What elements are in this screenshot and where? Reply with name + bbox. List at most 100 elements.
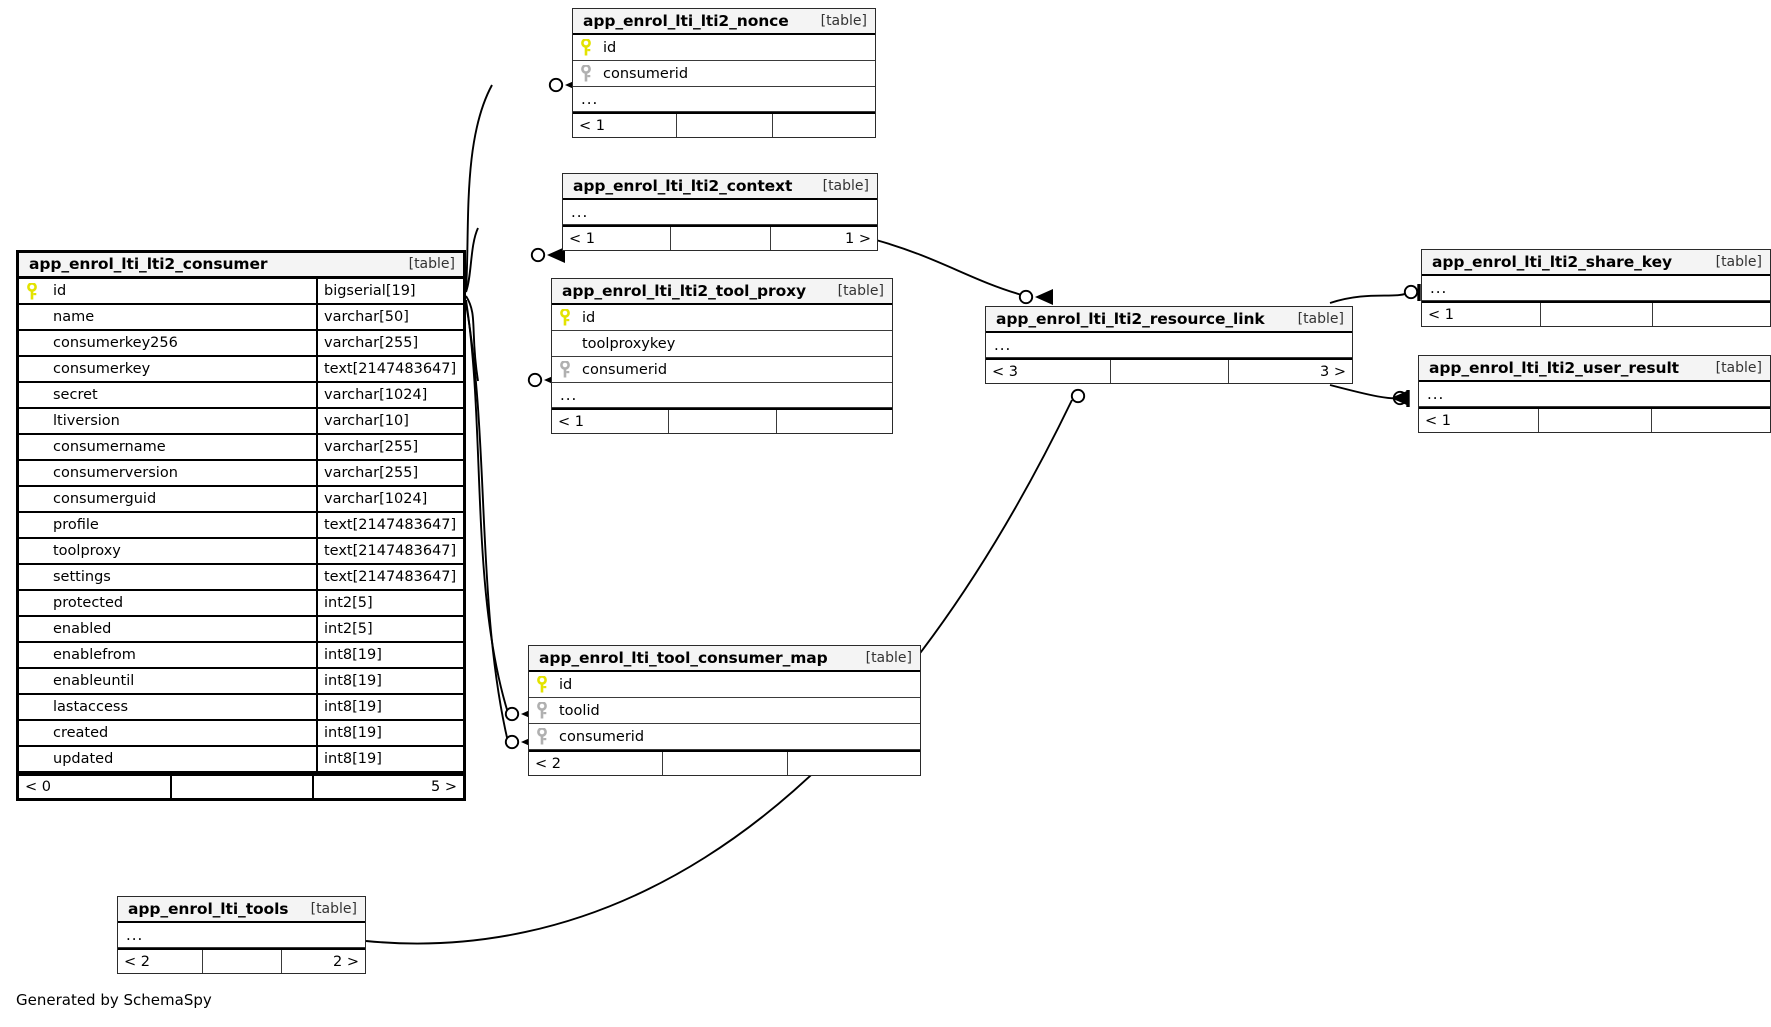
column-type: varchar[10] — [316, 409, 463, 433]
table-name: app_enrol_lti_lti2_nonce — [583, 11, 789, 30]
table-row[interactable]: consumername varchar[255] — [19, 435, 463, 461]
column-name: id — [582, 309, 596, 326]
no-key-icon — [19, 747, 45, 771]
no-key-icon — [19, 435, 45, 459]
table-node-app-enrol-lti-lti2-share-key[interactable]: app_enrol_lti_lti2_share_key [table] ...… — [1421, 249, 1771, 327]
table-tag: [table] — [1715, 359, 1762, 376]
table-row[interactable]: consumerguid varchar[1024] — [19, 487, 463, 513]
table-name: app_enrol_lti_lti2_share_key — [1432, 252, 1672, 271]
table-node-app-enrol-lti-lti2-user-result[interactable]: app_enrol_lti_lti2_user_result [table] .… — [1418, 355, 1771, 433]
table-name: app_enrol_lti_lti2_consumer — [29, 255, 268, 273]
table-row[interactable]: consumerversion varchar[255] — [19, 461, 463, 487]
table-node-app-enrol-lti-lti2-consumer[interactable]: app_enrol_lti_lti2_consumer [table] id b… — [16, 250, 466, 801]
no-key-icon — [19, 305, 45, 329]
table-footer: < 2 2 > — [118, 948, 365, 973]
table-row[interactable]: consumerid — [552, 357, 892, 383]
generated-by-caption: Generated by SchemaSpy — [16, 991, 212, 1009]
table-tag: [table] — [820, 12, 867, 29]
table-tag: [table] — [310, 900, 357, 917]
table-row[interactable]: enabled int2[5] — [19, 617, 463, 643]
table-row[interactable]: protected int2[5] — [19, 591, 463, 617]
table-row[interactable]: id bigserial[19] — [19, 279, 463, 305]
primary-key-icon — [552, 305, 578, 330]
table-row[interactable]: settings text[2147483647] — [19, 565, 463, 591]
table-title-bar: app_enrol_lti_tools [table] — [118, 897, 365, 923]
table-node-app-enrol-lti-tools[interactable]: app_enrol_lti_tools [table] ... < 2 2 > — [117, 896, 366, 974]
table-row[interactable]: consumerid — [529, 724, 920, 750]
no-key-icon — [552, 331, 578, 356]
table-node-app-enrol-lti-lti2-resource-link[interactable]: app_enrol_lti_lti2_resource_link [table]… — [985, 306, 1353, 384]
table-node-app-enrol-lti-tool-consumer-map[interactable]: app_enrol_lti_tool_consumer_map [table] … — [528, 645, 921, 776]
foreign-key-icon — [529, 698, 555, 723]
table-name: app_enrol_lti_tools — [128, 899, 289, 918]
table-node-app-enrol-lti-lti2-nonce[interactable]: app_enrol_lti_lti2_nonce [table] id cons… — [572, 8, 876, 138]
no-key-icon — [19, 643, 45, 667]
column-type: text[2147483647] — [316, 565, 463, 589]
footer-left: < 0 — [25, 779, 51, 795]
table-row[interactable]: profile text[2147483647] — [19, 513, 463, 539]
table-tag: [table] — [837, 282, 884, 299]
primary-key-icon — [529, 672, 555, 697]
column-type: text[2147483647] — [316, 539, 463, 563]
foreign-key-icon — [573, 61, 599, 86]
footer-mid — [661, 752, 787, 775]
table-footer: < 1 — [1422, 301, 1770, 326]
table-row[interactable]: name varchar[50] — [19, 305, 463, 331]
table-row[interactable]: consumerid — [573, 61, 875, 87]
table-row[interactable]: toolproxy text[2147483647] — [19, 539, 463, 565]
column-name: ltiversion — [53, 413, 120, 429]
no-key-icon — [19, 331, 45, 355]
no-key-icon — [19, 409, 45, 433]
table-row[interactable]: updated int8[19] — [19, 747, 463, 773]
table-title-bar: app_enrol_lti_lti2_consumer [table] — [19, 253, 463, 279]
table-tag: [table] — [865, 649, 912, 666]
footer-left: < 1 — [558, 413, 584, 430]
table-footer: < 3 3 > — [986, 358, 1352, 383]
column-name: enabled — [53, 621, 112, 637]
table-row[interactable]: toolproxykey — [552, 331, 892, 357]
table-row[interactable]: enableuntil int8[19] — [19, 669, 463, 695]
table-row[interactable]: toolid — [529, 698, 920, 724]
footer-left: < 2 — [124, 953, 150, 970]
no-key-icon — [19, 617, 45, 641]
table-row[interactable]: created int8[19] — [19, 721, 463, 747]
column-name: id — [53, 283, 67, 299]
footer-left: < 3 — [992, 363, 1018, 380]
table-row[interactable]: secret varchar[1024] — [19, 383, 463, 409]
no-key-icon — [19, 721, 45, 745]
table-row[interactable]: lastaccess int8[19] — [19, 695, 463, 721]
table-node-app-enrol-lti-lti2-tool-proxy[interactable]: app_enrol_lti_lti2_tool_proxy [table] id… — [551, 278, 893, 434]
column-name: enableuntil — [53, 673, 135, 689]
footer-right — [776, 410, 892, 433]
table-row[interactable]: ltiversion varchar[10] — [19, 409, 463, 435]
column-name: name — [53, 309, 95, 325]
footer-mid — [669, 227, 770, 250]
table-footer: < 1 — [573, 112, 875, 137]
footer-left: < 1 — [1428, 306, 1454, 323]
column-name: toolproxy — [53, 543, 121, 559]
table-row[interactable]: enablefrom int8[19] — [19, 643, 463, 669]
table-title-bar: app_enrol_lti_lti2_context [table] — [563, 174, 877, 200]
no-key-icon — [19, 383, 45, 407]
table-row[interactable]: id — [529, 672, 920, 698]
table-footer: < 1 — [552, 408, 892, 433]
table-footer: < 1 1 > — [563, 225, 877, 250]
table-row[interactable]: id — [552, 305, 892, 331]
footer-mid — [1110, 360, 1227, 383]
column-name: id — [603, 39, 617, 56]
column-type: varchar[50] — [316, 305, 463, 329]
column-type: bigserial[19] — [316, 279, 463, 303]
column-type: int8[19] — [316, 669, 463, 693]
column-type: varchar[1024] — [316, 487, 463, 511]
table-row[interactable]: id — [573, 35, 875, 61]
table-node-app-enrol-lti-lti2-context[interactable]: app_enrol_lti_lti2_context [table] ... <… — [562, 173, 878, 251]
table-row[interactable]: consumerkey text[2147483647] — [19, 357, 463, 383]
table-name: app_enrol_lti_tool_consumer_map — [539, 648, 828, 667]
table-row[interactable]: consumerkey256 varchar[255] — [19, 331, 463, 357]
table-title-bar: app_enrol_lti_lti2_resource_link [table] — [986, 307, 1352, 333]
footer-right — [772, 114, 875, 137]
foreign-key-icon — [529, 724, 555, 749]
column-name: secret — [53, 387, 98, 403]
more-columns-ellipsis: ... — [118, 923, 365, 948]
no-key-icon — [19, 591, 45, 615]
